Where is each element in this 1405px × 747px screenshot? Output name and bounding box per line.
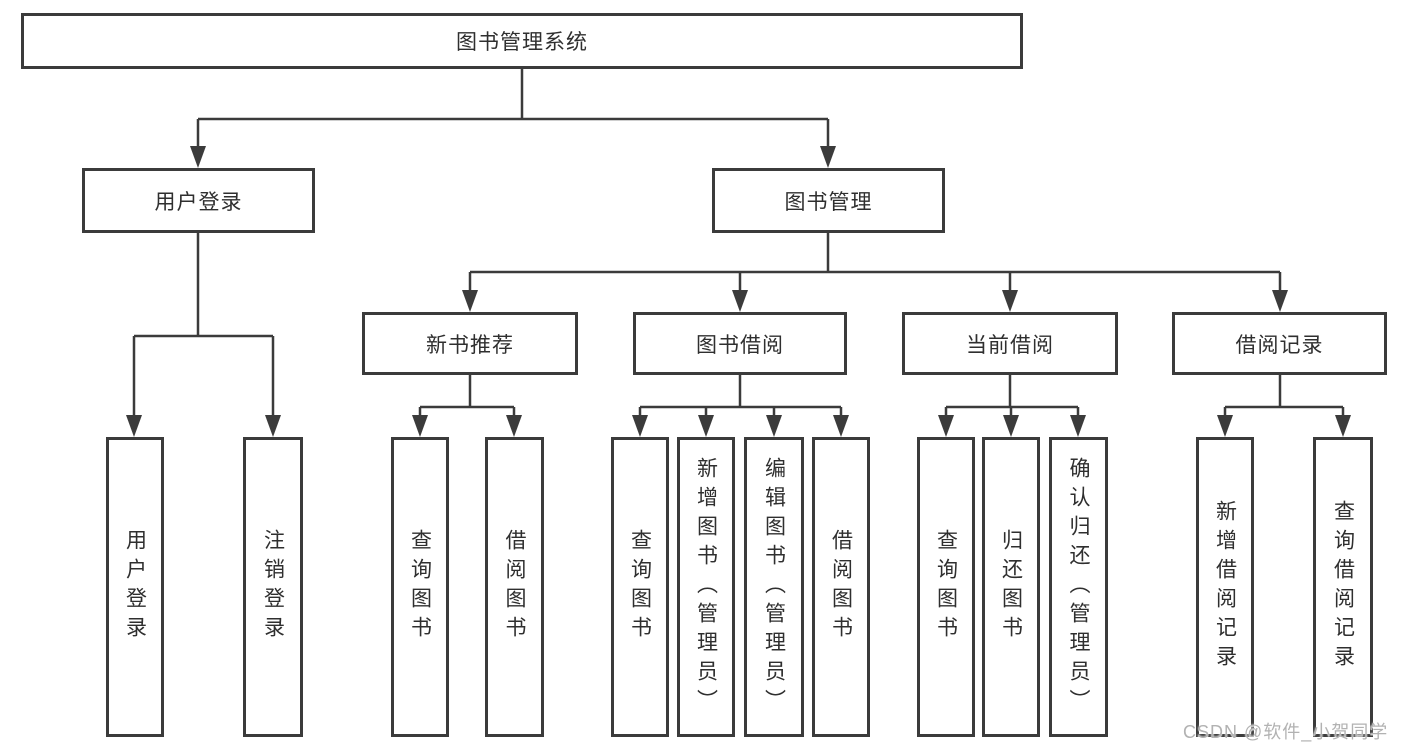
- leaf-query-borrow-record: 查询借阅记录: [1313, 437, 1373, 737]
- leaf-borrow-books-recommend: 借阅图书: [485, 437, 544, 737]
- node-library-management-system: 图书管理系统: [21, 13, 1023, 69]
- leaf-edit-books-admin: 编辑图书（管理员）: [744, 437, 804, 737]
- leaf-query-books-borrowing: 查询图书: [611, 437, 669, 737]
- leaf-user-login: 用户登录: [106, 437, 164, 737]
- leaf-return-books: 归还图书: [982, 437, 1040, 737]
- node-book-borrowing: 图书借阅: [633, 312, 847, 375]
- leaf-confirm-return-admin: 确认归还（管理员）: [1049, 437, 1108, 737]
- node-current-borrowing: 当前借阅: [902, 312, 1118, 375]
- leaf-add-books-admin: 新增图书（管理员）: [677, 437, 735, 737]
- leaf-logout: 注销登录: [243, 437, 303, 737]
- leaf-query-books-recommend: 查询图书: [391, 437, 449, 737]
- csdn-watermark: CSDN @软件_小贺同学: [1183, 722, 1389, 742]
- leaf-borrow-books: 借阅图书: [812, 437, 870, 737]
- node-borrowing-records: 借阅记录: [1172, 312, 1387, 375]
- node-user-login: 用户登录: [82, 168, 315, 233]
- node-book-management: 图书管理: [712, 168, 945, 233]
- leaf-query-books-current: 查询图书: [917, 437, 975, 737]
- leaf-add-borrow-record: 新增借阅记录: [1196, 437, 1254, 737]
- node-new-book-recommendation: 新书推荐: [362, 312, 578, 375]
- arrowhead-icons: [126, 146, 1351, 437]
